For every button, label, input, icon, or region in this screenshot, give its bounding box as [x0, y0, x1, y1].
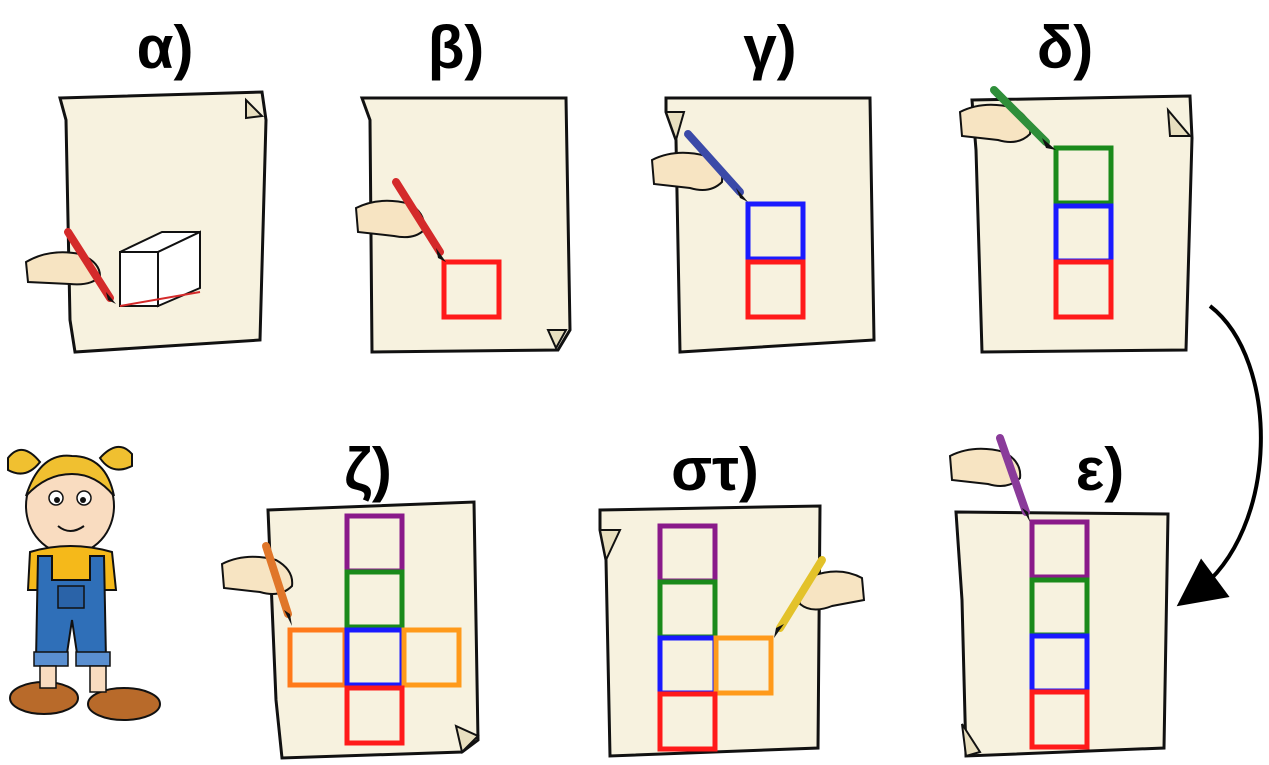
hand-with-pencil-epsilon: [948, 434, 1030, 522]
paper-sheet-st: [598, 504, 822, 758]
square-green-delta: [1053, 145, 1114, 206]
step-label-beta: β): [427, 14, 485, 81]
step-label-delta: δ): [1036, 14, 1094, 81]
square-red-gamma: [745, 259, 806, 320]
step-label-st: στ): [671, 436, 759, 503]
paper-sheet-delta: [970, 94, 1194, 354]
step-label-epsilon: ε): [1075, 436, 1125, 503]
square-red-st: [657, 691, 718, 752]
paper-sheet-alpha: [58, 90, 268, 354]
square-red-beta: [441, 259, 502, 320]
square-red-epsilon: [1029, 689, 1090, 750]
step-label-zeta: ζ): [344, 436, 392, 503]
step-label-gamma: γ): [743, 14, 797, 81]
step-label-alpha: α): [136, 14, 194, 81]
hand-with-pencil-beta: [354, 178, 446, 262]
square-blue-gamma: [745, 201, 806, 262]
hand-with-pencil-gamma: [650, 130, 748, 202]
square-orange-st: [713, 635, 774, 696]
cube-drawing: [119, 230, 201, 308]
square-red-delta: [1053, 259, 1114, 320]
hand-with-pencil-alpha: [24, 228, 116, 304]
square-green-zeta: [344, 569, 405, 630]
hand-with-pencil-st: [774, 556, 866, 638]
paper-sheet-beta: [359, 96, 572, 354]
girl-character: [7, 446, 161, 721]
paper-sheet-gamma: [664, 96, 876, 354]
hand-with-pencil-delta: [958, 86, 1056, 150]
curved-arrow: [1176, 304, 1263, 607]
square-orange-right-zeta: [401, 627, 462, 688]
square-red-zeta: [344, 685, 405, 746]
hand-with-pencil-zeta: [220, 542, 294, 626]
square-purple-epsilon: [1029, 519, 1090, 580]
